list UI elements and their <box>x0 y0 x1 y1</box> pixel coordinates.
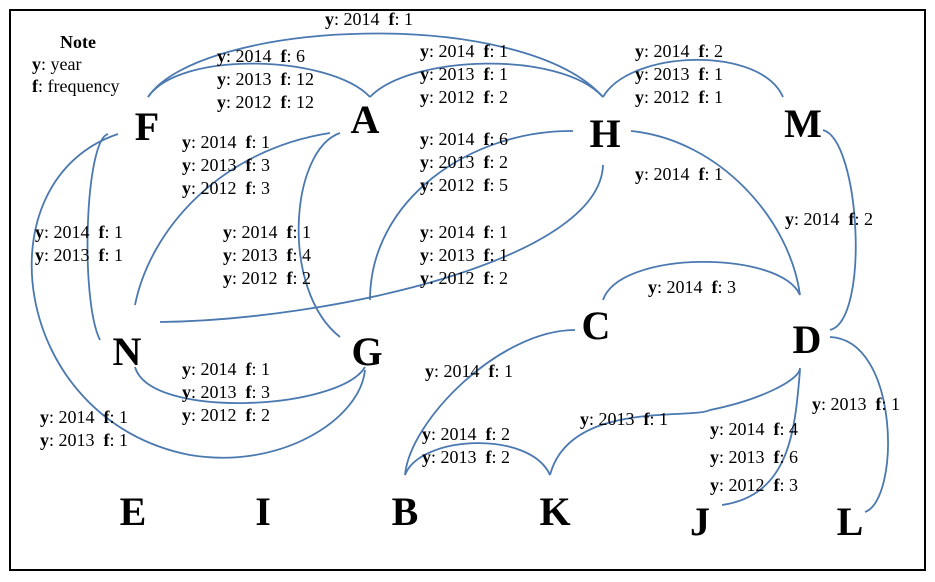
edge-labels: y: 2014 f: 1 y: 2014 f: 6 y: 2013 f: 12 y: … <box>35 9 900 495</box>
node-J: J <box>690 499 710 544</box>
node-I: I <box>255 489 271 534</box>
edge-H-G <box>369 130 574 301</box>
edge-F-H <box>147 32 604 98</box>
edge-H-D <box>630 130 801 296</box>
edge-F-G <box>30 133 366 459</box>
edge-label-M-D: y: 2014 f: 2 <box>785 209 873 229</box>
edge-label-F-A: y: 2014 f: 6 <box>217 46 305 66</box>
edge-label-F-A: y: 2013 f: 12 <box>217 69 314 89</box>
edge-label-D-J: y: 2012 f: 3 <box>710 475 798 495</box>
edge-label-C-B: y: 2014 f: 1 <box>425 361 513 381</box>
edge-label-F-G: y: 2013 f: 1 <box>40 430 128 450</box>
edge-label-A-G: y: 2014 f: 1 <box>223 222 311 242</box>
edge-label-N-G: y: 2012 f: 2 <box>182 405 270 425</box>
edges <box>30 32 889 513</box>
edge-H-N <box>159 164 604 323</box>
edge-K-D <box>549 367 801 476</box>
edge-label-N-G: y: 2014 f: 1 <box>182 359 270 379</box>
edge-label-H-G: y: 2014 f: 6 <box>420 129 508 149</box>
node-F: F <box>135 104 159 149</box>
edge-C-D <box>602 260 801 301</box>
node-E: E <box>120 489 147 534</box>
edge-label-K-D: y: 2013 f: 1 <box>580 409 668 429</box>
edge-label-A-N: y: 2013 f: 3 <box>182 155 270 175</box>
legend-note: Note y: year f: frequency <box>32 32 119 96</box>
edge-label-H-G: y: 2012 f: 5 <box>420 175 508 195</box>
edge-H-M <box>602 58 784 98</box>
edge-label-H-M: y: 2012 f: 1 <box>635 87 723 107</box>
edge-D-L <box>829 336 889 513</box>
edge-label-A-G: y: 2012 f: 2 <box>223 268 311 288</box>
node-C: C <box>582 303 611 348</box>
edge-F-A <box>147 62 371 98</box>
edge-label-F-N: y: 2014 f: 1 <box>35 222 123 242</box>
edge-label-A-H: y: 2013 f: 1 <box>420 64 508 84</box>
node-G: G <box>351 329 382 374</box>
node-M: M <box>784 101 822 146</box>
edge-label-F-H: y: 2014 f: 1 <box>325 9 413 29</box>
edge-label-H-M: y: 2014 f: 2 <box>635 41 723 61</box>
edge-label-F-G: y: 2014 f: 1 <box>40 407 128 427</box>
edge-label-A-N: y: 2012 f: 3 <box>182 178 270 198</box>
edge-N-G <box>134 366 366 404</box>
edge-C-B <box>404 329 576 476</box>
edge-label-H-M: y: 2013 f: 1 <box>635 64 723 84</box>
note-line-frequency: f: frequency <box>32 76 119 96</box>
edge-label-C-D: y: 2014 f: 3 <box>648 277 736 297</box>
edge-M-D <box>822 129 857 331</box>
edge-label-B-K: y: 2013 f: 2 <box>422 447 510 467</box>
edge-label-N-G: y: 2013 f: 3 <box>182 382 270 402</box>
node-H: H <box>589 111 620 156</box>
note-title: Note <box>60 32 96 52</box>
edge-A-H <box>369 62 604 98</box>
edge-label-H-D: y: 2014 f: 1 <box>635 164 723 184</box>
node-B: B <box>392 489 419 534</box>
edge-A-G <box>297 132 341 338</box>
edge-B-K <box>404 442 551 476</box>
edge-label-H-N: y: 2012 f: 2 <box>420 268 508 288</box>
nodes: F A H M N G C D E I B K J L <box>113 97 864 544</box>
edge-label-D-J: y: 2013 f: 6 <box>710 447 798 467</box>
node-L: L <box>837 499 864 544</box>
edge-label-D-J: y: 2014 f: 4 <box>710 419 798 439</box>
node-A: A <box>351 97 380 142</box>
node-D: D <box>793 317 822 362</box>
edge-label-H-G: y: 2013 f: 2 <box>420 152 508 172</box>
edge-F-N <box>86 133 109 341</box>
note-line-year: y: year <box>32 54 81 74</box>
edge-label-A-G: y: 2013 f: 4 <box>223 245 311 265</box>
node-N: N <box>113 329 142 374</box>
edge-label-A-N: y: 2014 f: 1 <box>182 132 270 152</box>
node-K: K <box>539 489 570 534</box>
edge-label-H-N: y: 2013 f: 1 <box>420 245 508 265</box>
edge-label-F-A: y: 2012 f: 12 <box>217 92 314 112</box>
edge-label-D-L: y: 2013 f: 1 <box>812 394 900 414</box>
edge-label-A-H: y: 2012 f: 2 <box>420 87 508 107</box>
edge-label-F-N: y: 2013 f: 1 <box>35 245 123 265</box>
edge-label-B-K: y: 2014 f: 2 <box>422 424 510 444</box>
edge-label-A-H: y: 2014 f: 1 <box>420 41 508 61</box>
edge-A-N <box>134 132 331 306</box>
edge-label-H-N: y: 2014 f: 1 <box>420 222 508 242</box>
edge-D-J <box>721 369 801 506</box>
